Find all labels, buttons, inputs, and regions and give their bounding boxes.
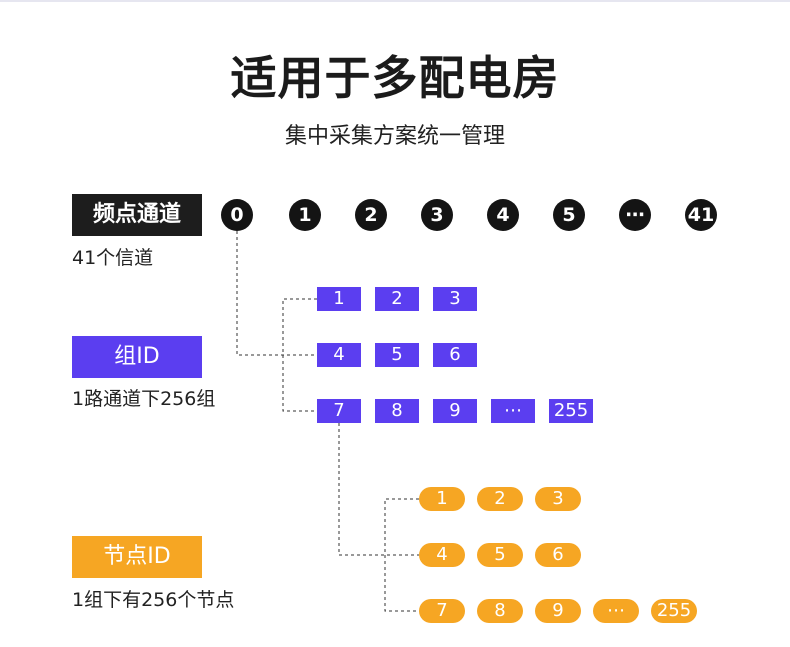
- group-2-0: 7: [317, 399, 361, 423]
- connector-group-to-node: [338, 423, 419, 556]
- group-0-2: 3: [433, 287, 477, 311]
- group-1-0: 4: [317, 343, 361, 367]
- channel-6: ⋯: [619, 199, 651, 231]
- node-0-2: 3: [535, 487, 581, 511]
- group-1-2: 6: [433, 343, 477, 367]
- connector-channel-to-group: [236, 231, 317, 356]
- connector-group-bracket: [282, 298, 317, 412]
- group-1-1: 5: [375, 343, 419, 367]
- top-divider: [0, 0, 790, 2]
- group-2-2: 9: [433, 399, 477, 423]
- channel-1: 1: [289, 199, 321, 231]
- group-desc: 1路通道下256组: [72, 388, 216, 410]
- page-subtitle: 集中采集方案统一管理: [284, 124, 505, 149]
- channel-label: 频点通道: [72, 194, 202, 236]
- group-0-1: 2: [375, 287, 419, 311]
- node-desc: 1组下有256个节点: [72, 589, 235, 611]
- group-2-3: ⋯: [491, 399, 535, 423]
- channel-desc: 41个信道: [72, 247, 154, 269]
- connector-node-bracket: [384, 498, 419, 612]
- group-0-0: 1: [317, 287, 361, 311]
- channel-2: 2: [355, 199, 387, 231]
- node-2-1: 8: [477, 599, 523, 623]
- node-1-2: 6: [535, 543, 581, 567]
- node-2-2: 9: [535, 599, 581, 623]
- node-2-0: 7: [419, 599, 465, 623]
- channel-0: 0: [221, 199, 253, 231]
- node-2-4: 255: [651, 599, 697, 623]
- channel-3: 3: [421, 199, 453, 231]
- page-title: 适用于多配电房: [230, 51, 560, 105]
- group-2-1: 8: [375, 399, 419, 423]
- node-0-1: 2: [477, 487, 523, 511]
- node-1-1: 5: [477, 543, 523, 567]
- node-label: 节点ID: [72, 536, 202, 578]
- channel-4: 4: [487, 199, 519, 231]
- group-2-4: 255: [549, 399, 593, 423]
- node-1-0: 4: [419, 543, 465, 567]
- node-0-0: 1: [419, 487, 465, 511]
- group-label: 组ID: [72, 336, 202, 378]
- channel-5: 5: [553, 199, 585, 231]
- channel-7: 41: [685, 199, 717, 231]
- node-2-3: ⋯: [593, 599, 639, 623]
